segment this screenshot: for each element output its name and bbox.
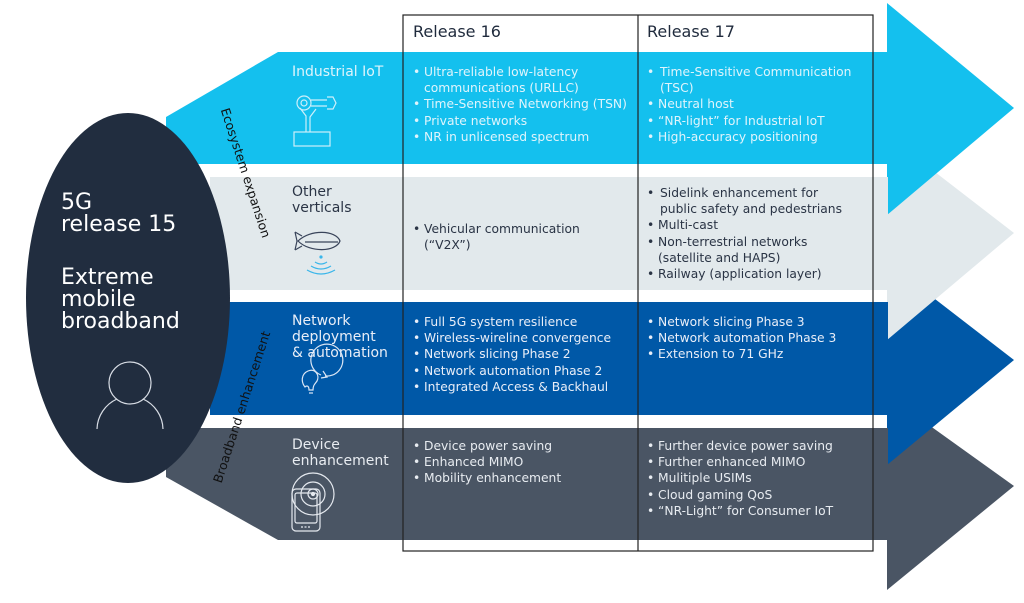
row-title-line: & automation <box>292 345 388 361</box>
arrow-device <box>887 395 1014 590</box>
row-title-line: Other <box>292 184 332 200</box>
list-item-continuation: communications (URLLC) <box>424 81 579 96</box>
oval-broadband-label: broadband <box>61 309 180 334</box>
list-item: Neutral host <box>647 96 851 112</box>
release15-oval <box>26 113 230 483</box>
row-title-line: deployment <box>292 329 376 345</box>
robot-arm-icon <box>293 95 337 147</box>
network-release16-list: Full 5G system resilience Wireless-wirel… <box>413 314 611 395</box>
row-title-industrial-iot: Industrial IoT <box>292 64 383 80</box>
list-item: Non-terrestrial networks <box>647 234 842 250</box>
phone-signal-icon <box>291 472 335 532</box>
list-item: Private networks <box>413 113 627 129</box>
release-table-grid <box>402 14 874 552</box>
list-item: Time-Sensitive Networking (TSN) <box>413 96 627 112</box>
row-title-line: Device <box>292 437 340 453</box>
network-release17-list: Network slicing Phase 3 Network automati… <box>647 314 836 363</box>
oval-5g-label: 5G <box>61 190 93 215</box>
industrial-iot-release16-list: Ultra-reliable low-latency communication… <box>413 64 627 145</box>
list-item: Enhanced MIMO <box>413 454 561 470</box>
list-item-continuation: (TSC) <box>660 81 694 96</box>
oval-extreme-label: Extreme <box>61 265 154 290</box>
row-title-line: Network <box>292 313 351 329</box>
row-title-other-verticals: Other verticals <box>292 184 352 216</box>
list-item: Extension to 71 GHz <box>647 346 836 362</box>
other-verticals-release17-list: Sidelink enhancement for public safety a… <box>647 185 842 282</box>
column-header-release-17: Release 17 <box>647 22 735 41</box>
person-icon <box>96 361 164 430</box>
list-item: Vehicular communication <box>413 221 580 237</box>
list-item: Further enhanced MIMO <box>647 454 833 470</box>
list-item: Integrated Access & Backhaul <box>413 379 611 395</box>
column-header-release-16: Release 16 <box>413 22 501 41</box>
list-item: Cloud gaming QoS <box>647 487 833 503</box>
list-item-continuation: (“V2X”) <box>424 238 471 253</box>
list-item: Time-Sensitive Communication <box>647 64 851 80</box>
list-item: Network slicing Phase 2 <box>413 346 611 362</box>
other-verticals-release16-list: Vehicular communication (“V2X”) <box>413 221 580 253</box>
row-title-device: Device enhancement <box>292 437 389 469</box>
list-item-continuation: (satellite and HAPS) <box>658 250 781 265</box>
arrow-industrial-iot <box>887 3 1014 215</box>
row-title-line: verticals <box>292 200 352 216</box>
list-item: Network automation Phase 3 <box>647 330 836 346</box>
list-item: “NR-Light” for Consumer IoT <box>647 503 833 519</box>
list-item: Further device power saving <box>647 438 833 454</box>
airship-icon <box>294 231 341 251</box>
row-title-line: Industrial IoT <box>292 64 384 80</box>
list-item: “NR-light” for Industrial IoT <box>647 113 851 129</box>
list-item-continuation: public safety and pedestrians <box>660 202 842 217</box>
list-item: Sidelink enhancement for <box>647 185 842 201</box>
device-release17-list: Further device power saving Further enha… <box>647 438 833 519</box>
oval-mobile-label: mobile <box>61 287 136 312</box>
list-item: High-accuracy positioning <box>647 129 851 145</box>
lightbulb-cycle-icon <box>301 343 344 394</box>
row-title-network: Network deployment & automation <box>292 313 388 361</box>
signal-waves-icon <box>306 255 336 275</box>
oval-release-label: release 15 <box>61 212 177 237</box>
row-title-line: enhancement <box>292 453 389 469</box>
list-item: Ultra-reliable low-latency <box>413 64 627 80</box>
industrial-iot-release17-list: Time-Sensitive Communication (TSC) Neutr… <box>647 64 851 145</box>
list-item: NR in unlicensed spectrum <box>413 129 627 145</box>
list-item: Mobility enhancement <box>413 470 561 486</box>
list-item: Network slicing Phase 3 <box>647 314 836 330</box>
list-item: Multi-cast <box>647 217 842 233</box>
device-release16-list: Device power saving Enhanced MIMO Mobili… <box>413 438 561 487</box>
list-item: Wireless-wireline convergence <box>413 330 611 346</box>
list-item: Railway (application layer) <box>647 266 842 282</box>
list-item: Mulitiple USIMs <box>647 470 833 486</box>
list-item: Network automation Phase 2 <box>413 363 611 379</box>
list-item: Device power saving <box>413 438 561 454</box>
list-item: Full 5G system resilience <box>413 314 611 330</box>
